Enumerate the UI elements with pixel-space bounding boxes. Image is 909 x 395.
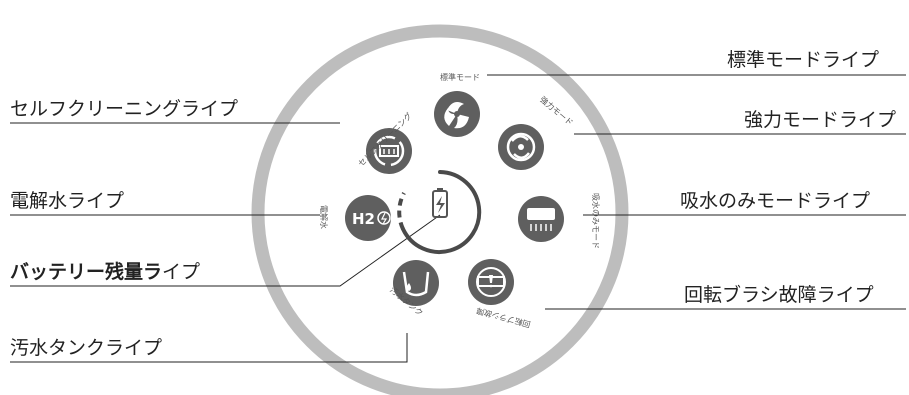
callout-suction-only-mode: 吸水のみモードライプ [680,190,871,212]
svg-text:H2: H2 [352,210,375,228]
callout-brush-fault: 回転ブラシ故障ライプ [684,284,874,306]
panel-label-strong-mode: 強力モード [538,94,575,127]
callout-battery: バッテリー残量ライプ [10,263,200,282]
callout-dirty-tank: 汚水タンクライプ [10,337,163,359]
suction-only-icon [518,196,564,242]
dirty-tank-icon [393,260,439,306]
strong-mode-icon [498,124,544,170]
h2-icon: H2 [345,195,391,241]
battery-arc-dashed [397,192,406,230]
callout-self-cleaning: セルフクリーニングライプ [10,98,239,120]
self-cleaning-icon [366,128,412,174]
leader-battery [10,214,441,287]
panel-label-suction-only: 吸水のみモード [591,193,601,249]
callout-battery-rest: イプ [162,261,201,283]
lightning-icon [436,196,445,213]
callout-electrolyzed-water: 電解水ライプ [10,190,125,212]
battery-arc [401,170,482,254]
callout-strong-mode: 強力モードライプ [744,109,897,131]
callout-battery-bold: バッテリー残量ラ [10,261,163,283]
panel-label-standard-mode: 標準モード [440,72,480,82]
outer-ring [251,24,629,395]
leader-dirty-tank [10,333,408,363]
panel-label-brush-fault: 回転ブラシ故障 [475,306,532,330]
standard-mode-icon [434,91,480,137]
brush-fault-icon [468,259,514,305]
panel-label-electrolyzed-water: 電解水 [319,205,329,229]
callout-standard-mode: 標準モードライプ [727,49,880,71]
leader-lines [10,74,906,363]
battery-indicator [397,170,482,254]
